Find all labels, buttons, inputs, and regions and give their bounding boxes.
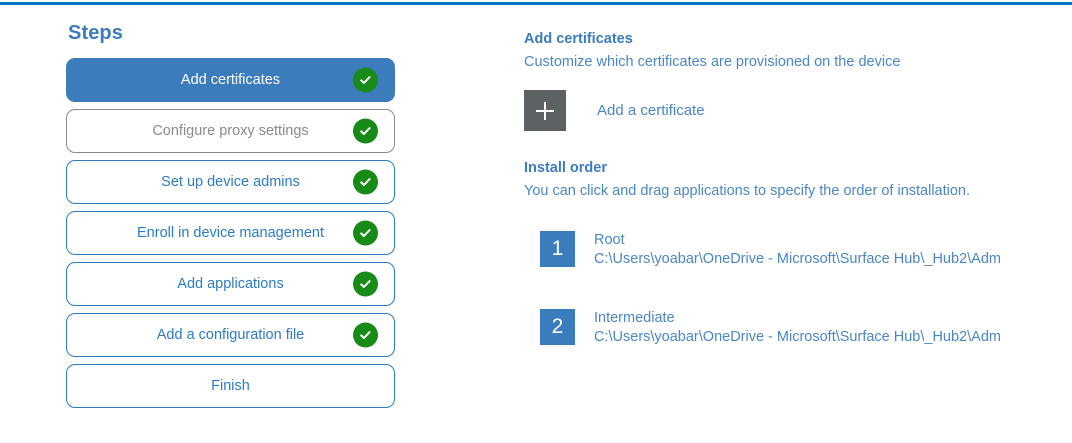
step-label: Add a configuration file — [156, 327, 305, 343]
order-number-badge: 2 — [540, 309, 575, 345]
step-button-finish[interactable]: Finish — [66, 364, 395, 408]
step-button-add-certificates[interactable]: Add certificates — [66, 58, 395, 102]
plus-icon[interactable] — [524, 90, 566, 131]
add-certificate-button[interactable]: Add a certificate — [524, 90, 1064, 131]
check-circle-icon — [353, 67, 378, 93]
step-label: Enroll in device management — [137, 225, 324, 241]
step-label: Add applications — [177, 276, 284, 292]
detail-heading: Add certificates — [524, 31, 633, 47]
order-item-path: C:\Users\yoabar\OneDrive - Microsoft\Sur… — [594, 251, 1001, 267]
check-circle-icon — [353, 169, 378, 195]
install-order-subtext: You can click and drag applications to s… — [524, 183, 971, 199]
order-item-path: C:\Users\yoabar\OneDrive - Microsoft\Sur… — [594, 329, 1001, 345]
step-button-add-a-configuration-file[interactable]: Add a configuration file — [66, 313, 395, 357]
detail-subtext: Customize which certificates are provisi… — [524, 54, 901, 70]
add-certificate-label: Add a certificate — [597, 101, 705, 119]
step-label: Configure proxy settings — [152, 123, 309, 139]
step-button-set-up-device-admins[interactable]: Set up device admins — [66, 160, 395, 204]
step-label: Set up device admins — [161, 174, 300, 190]
install-order-section: Install order You can click and drag app… — [524, 159, 1064, 347]
top-accent-bar — [0, 2, 1072, 5]
detail-pane: Add certificates Customize which certifi… — [524, 30, 1064, 387]
steps-heading: Steps — [68, 22, 123, 44]
order-number-badge: 1 — [540, 231, 575, 267]
install-order-heading: Install order — [524, 160, 607, 176]
order-item-name: Intermediate — [594, 310, 675, 326]
check-circle-icon — [353, 118, 378, 144]
check-circle-icon — [353, 322, 378, 348]
step-label: Finish — [211, 378, 250, 394]
step-button-add-applications[interactable]: Add applications — [66, 262, 395, 306]
step-button-enroll-in-device-management[interactable]: Enroll in device management — [66, 211, 395, 255]
check-circle-icon — [353, 220, 378, 246]
step-label: Add certificates — [180, 72, 281, 88]
check-circle-icon — [353, 271, 378, 297]
step-button-configure-proxy-settings[interactable]: Configure proxy settings — [66, 109, 395, 153]
order-item-name: Root — [594, 232, 625, 248]
